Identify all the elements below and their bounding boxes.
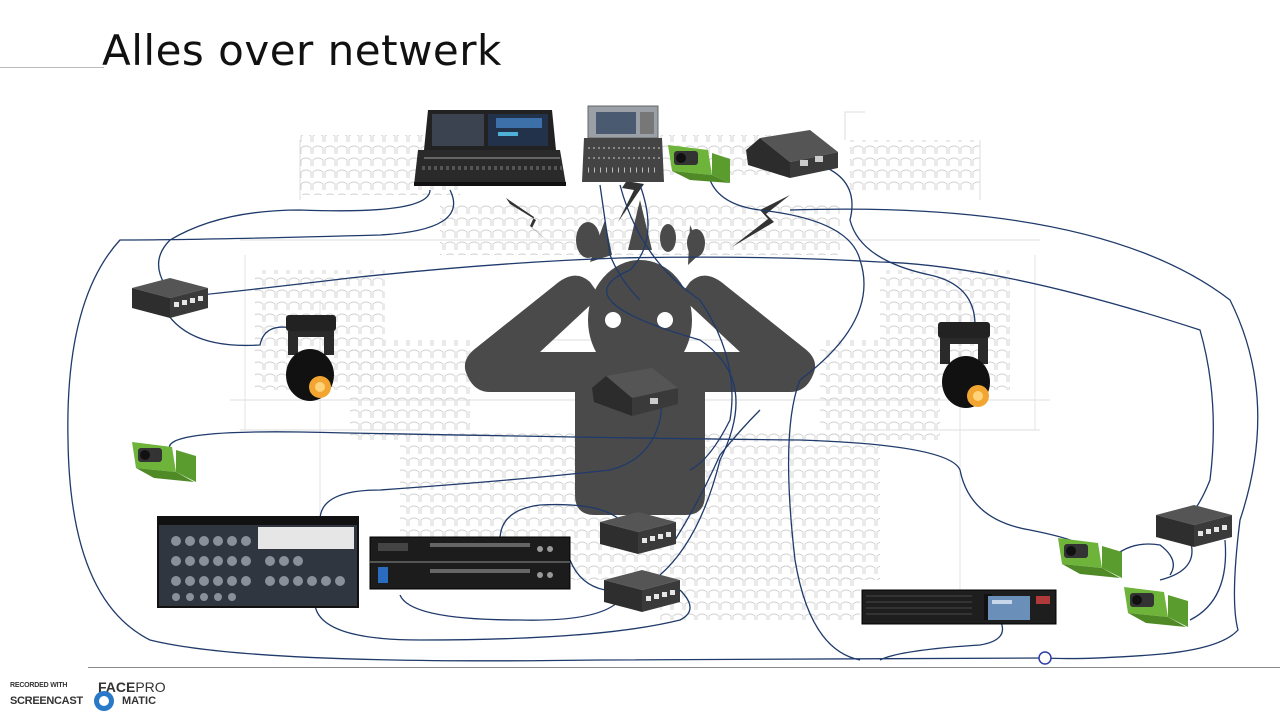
network-node-icon [746,130,838,178]
audio-processor-rack-icon [369,536,571,590]
lightning-bolt-icons [506,160,790,247]
watermark-screencast: SCREENCAST [10,695,83,707]
network-switch-icon [132,278,208,318]
screencast-logo-icon [94,691,114,711]
projector-icon [668,145,730,183]
watermark-matic: MATIC [122,695,157,707]
network-switch-icon [1156,505,1232,547]
lighting-console-icon [414,110,566,186]
projector-icon [1058,538,1122,578]
network-node-icon [592,368,678,416]
watermark-pro: PRO [135,679,166,695]
moving-head-light-icon [938,322,990,408]
network-switch-icon [600,512,676,554]
title-underline [0,67,104,68]
projector-icon [1124,587,1188,627]
moving-head-light-icon [286,315,336,401]
cable-end-marker [1038,651,1052,665]
audio-mixer-icon [582,105,664,182]
stagebox-rack-icon [157,516,359,608]
screencast-watermark: RECORDED WITH FACEPRO SCREENCAST MATIC [10,678,185,714]
watermark-recorded-with: RECORDED WITH [10,682,68,689]
network-switch-icon [604,570,680,612]
projector-icon [132,442,196,482]
slide-title: Alles over netwerk [102,26,502,75]
amplifier-rack-icon [861,589,1057,625]
footer-rule [88,667,1280,668]
